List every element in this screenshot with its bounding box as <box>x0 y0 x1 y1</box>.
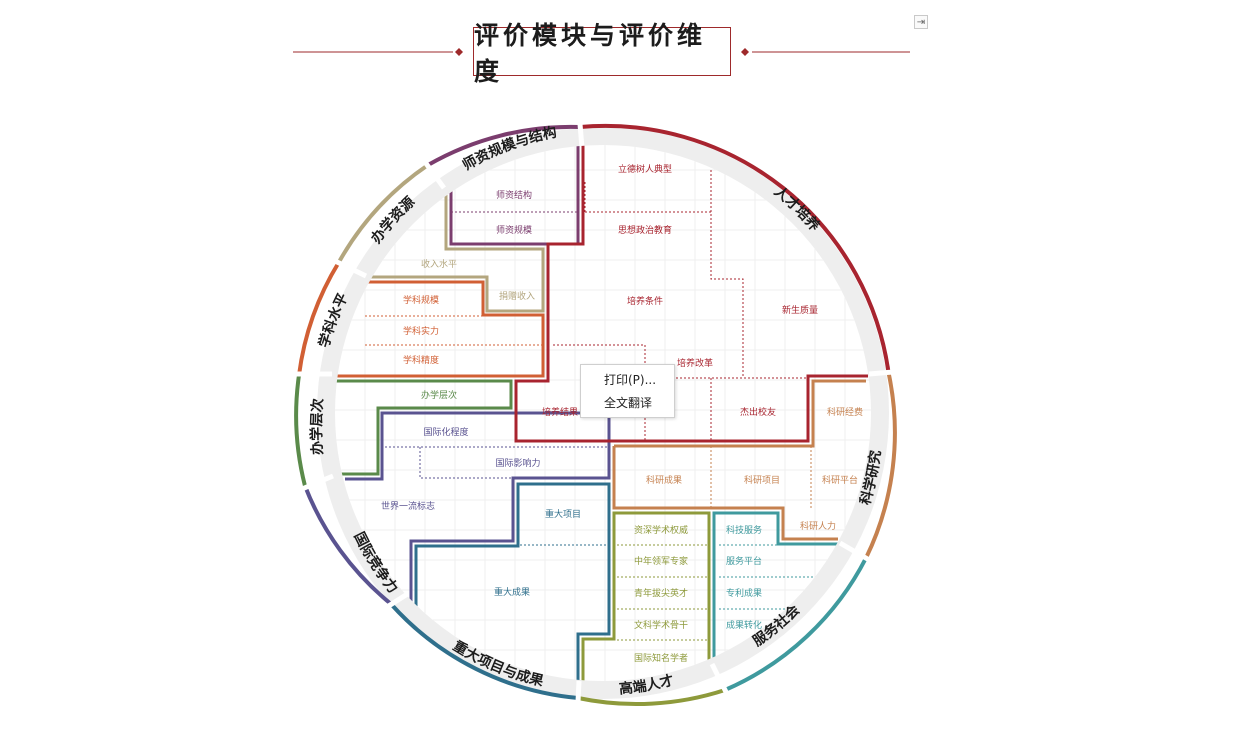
dim-guoji-zhiming: 国际知名学者 <box>634 652 688 664</box>
title-diamond-left <box>455 48 463 56</box>
rim-discipline <box>297 260 341 376</box>
rim-major <box>389 602 579 700</box>
dim-shizi-guimo: 师资规模 <box>496 224 532 236</box>
dim-peiyang-jieguo: 培养结果 <box>542 406 578 418</box>
dim-sizheng: 思想政治教育 <box>618 224 672 236</box>
rim-level <box>294 374 307 487</box>
border-research <box>612 379 866 541</box>
dim-fuwu-pingtai: 服务平台 <box>726 555 762 567</box>
dim-keyan-jingfei: 科研经费 <box>827 406 863 418</box>
dim-shouru-shuiping: 收入水平 <box>421 258 457 270</box>
ring-separators <box>296 123 894 703</box>
export-icon[interactable]: ⇥ <box>914 15 928 29</box>
module-rim <box>294 123 897 707</box>
dim-xueke-guimo: 学科规模 <box>403 294 439 306</box>
dim-lideshuren: 立德树人典型 <box>618 163 672 175</box>
dim-zhongda-chengguo: 重大成果 <box>494 586 530 598</box>
rim-service <box>724 557 868 692</box>
context-menu: 打印(P)... 全文翻译 <box>580 364 675 418</box>
border-resources <box>365 180 545 313</box>
context-menu-print[interactable]: 打印(P)... <box>604 373 657 387</box>
dim-peiyang-gaige: 培养改革 <box>677 357 713 369</box>
border-compete <box>345 411 611 605</box>
dim-guoji-yingxiangli: 国际影响力 <box>495 457 540 469</box>
border-major <box>414 482 611 681</box>
dim-keji-fuwu: 科技服务 <box>726 524 762 536</box>
border-high-talent <box>581 511 711 681</box>
dim-keyan-xiangmu: 科研项目 <box>744 474 780 486</box>
dim-xinsheng-zhiliang: 新生质量 <box>782 304 818 316</box>
dim-shijie-yiliu: 世界一流标志 <box>381 500 435 512</box>
dim-keyan-pingtai: 科研平台 <box>822 474 858 486</box>
dim-jiechu-xiaoyou: 杰出校友 <box>740 406 776 418</box>
dim-zhongnian-lingjun: 中年领军专家 <box>634 555 688 567</box>
dim-qingnian-bajian: 青年拔尖英才 <box>634 587 688 599</box>
dim-zhuanli-chengguo: 专利成果 <box>726 587 762 599</box>
dim-keyan-chengguo: 科研成果 <box>646 474 682 486</box>
title-box: 评价模块与评价维度 <box>473 21 731 86</box>
border-talent <box>514 145 868 443</box>
dim-zhongda-xiangmu: 重大项目 <box>545 508 581 520</box>
rim-high-talent <box>577 688 726 707</box>
rim-talent <box>579 123 891 374</box>
dim-shizi-jiegou: 师资结构 <box>496 189 532 201</box>
dim-chengguo-zhuanhua: 成果转化 <box>726 619 762 631</box>
dim-banxue-cengci: 办学层次 <box>421 389 457 401</box>
dim-juanzeng-shouru: 捐赠收入 <box>499 290 535 302</box>
dim-keyan-renli: 科研人力 <box>800 520 836 532</box>
context-menu-translate[interactable]: 全文翻译 <box>604 396 653 410</box>
dim-zishen-quanwei: 资深学术权威 <box>634 524 688 536</box>
border-discipline <box>335 280 545 378</box>
dim-xueke-shili: 学科实力 <box>403 325 439 337</box>
rim-faculty <box>427 124 581 167</box>
rim-compete <box>303 485 393 606</box>
rim-resources <box>337 163 430 263</box>
rim-research <box>864 372 897 559</box>
border-level <box>335 379 513 476</box>
dim-guojihua-chengdu: 国际化程度 <box>423 426 468 438</box>
dim-xueke-jingdu: 学科精度 <box>403 354 439 366</box>
page-title: 评价模块与评价维度 <box>474 20 707 86</box>
dim-peiyang-tiaojian: 培养条件 <box>627 295 663 307</box>
border-service <box>712 511 845 664</box>
title-diamond-right <box>741 48 749 56</box>
dim-wenke-gugan: 文科学术骨干 <box>634 619 688 631</box>
